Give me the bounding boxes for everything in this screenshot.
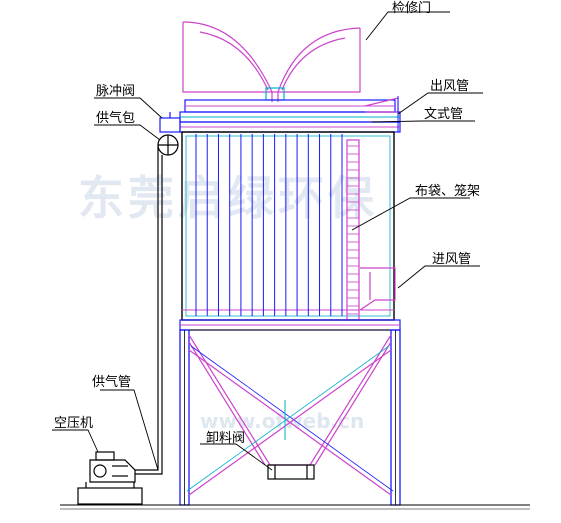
leader-lines (52, 11, 483, 471)
filter-chamber (181, 131, 395, 321)
label-venturi: 文式管 (424, 107, 463, 122)
label-air-supply-pipe: 供气管 (92, 374, 131, 390)
label-inlet-pipe: 进风管 (432, 252, 471, 267)
label-discharge-valve: 卸料阀 (206, 430, 245, 446)
label-inspection-door: 检修门 (392, 1, 431, 16)
air-bag (157, 134, 179, 156)
label-outlet-pipe: 出风管 (430, 79, 469, 94)
label-compressor: 空压机 (54, 416, 93, 431)
watermark-url: www.ofweb.cn (200, 409, 364, 433)
inlet-duct (346, 139, 360, 321)
inspection-door (182, 21, 361, 102)
pulse-valve (159, 112, 181, 133)
filter-bags (195, 134, 343, 316)
label-air-bag: 供气包 (96, 110, 135, 126)
door-hinge (265, 87, 285, 101)
watermark-main: 东莞启绿环保 (78, 171, 378, 225)
label-pulse-valve: 脉冲阀 (96, 84, 135, 99)
inlet-duct-ribs (347, 145, 359, 315)
compressor (77, 451, 143, 505)
cross-bracing (186, 345, 394, 496)
hopper-band (179, 319, 401, 331)
top-cover (179, 99, 401, 133)
label-bag-cage: 布袋、笼架 (415, 183, 480, 199)
inlet-pipe (359, 267, 396, 311)
discharge-valve (267, 464, 315, 480)
